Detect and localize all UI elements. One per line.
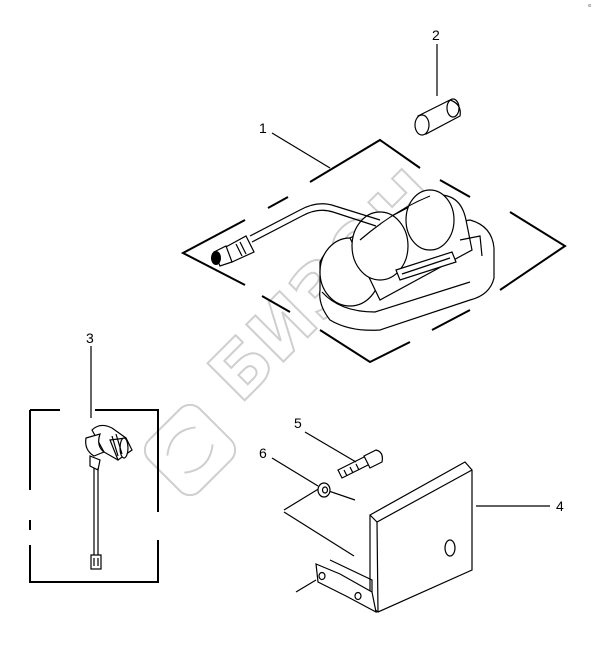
part-6-washer: [317, 482, 331, 498]
part-1-mounting-plate: [180, 138, 567, 364]
part-4-bracket: [283, 461, 473, 614]
part-1-reader-body: [319, 189, 495, 331]
part-1-cable-connector: [211, 203, 381, 267]
callout-2: 2: [432, 27, 440, 43]
corner-mark: ᵉ: [588, 3, 592, 13]
callout-5: 5: [294, 415, 302, 431]
part-3-sensor-group: [29, 409, 159, 583]
callout-3: 3: [86, 330, 94, 346]
part-2-roller-pin: [414, 98, 461, 136]
callout-4: 4: [556, 498, 564, 514]
callout-6: 6: [259, 445, 267, 461]
leader-lines: [90, 44, 550, 507]
part-5-bolt: [337, 449, 383, 479]
callout-1: 1: [259, 120, 267, 136]
